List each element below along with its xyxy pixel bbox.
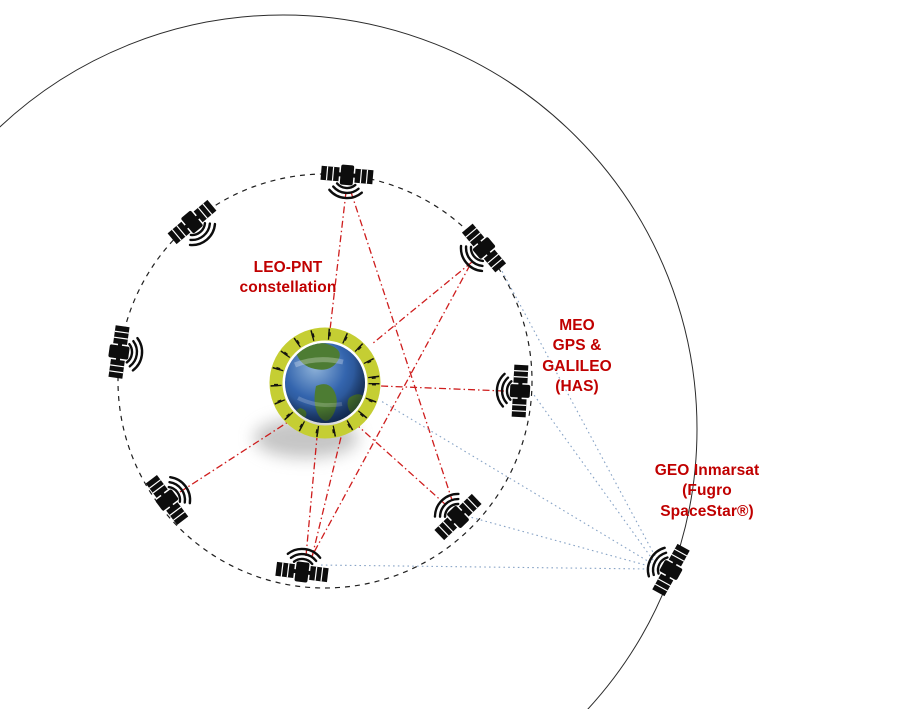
earth <box>269 327 381 439</box>
satellite-icon-geo <box>637 534 694 599</box>
satellite-icon-top <box>317 161 375 202</box>
geo-inmarsat-label: GEO Inmarsat (Fugro SpaceStar®) <box>654 462 760 520</box>
leo-constellation-label: LEO-PNT constellation <box>239 259 337 297</box>
meo-gps-galileo-label: MEO GPS & GALILEO (HAS) <box>542 317 612 396</box>
satellite-icon-left <box>104 323 147 383</box>
red-link-lines <box>179 191 505 558</box>
leo-ring-satellite-panels <box>270 328 380 438</box>
satellite-icon-meo <box>494 362 533 419</box>
geo-orbit-arc <box>0 14 698 709</box>
satellite-icon-top-left <box>164 196 228 258</box>
satellite-icon-lower-left <box>142 464 203 528</box>
satellite-icon-lower-right <box>422 481 485 544</box>
blue-link-lines <box>317 257 656 570</box>
earth-edge-shading <box>285 343 365 423</box>
meo-orbit-circle <box>117 173 533 589</box>
